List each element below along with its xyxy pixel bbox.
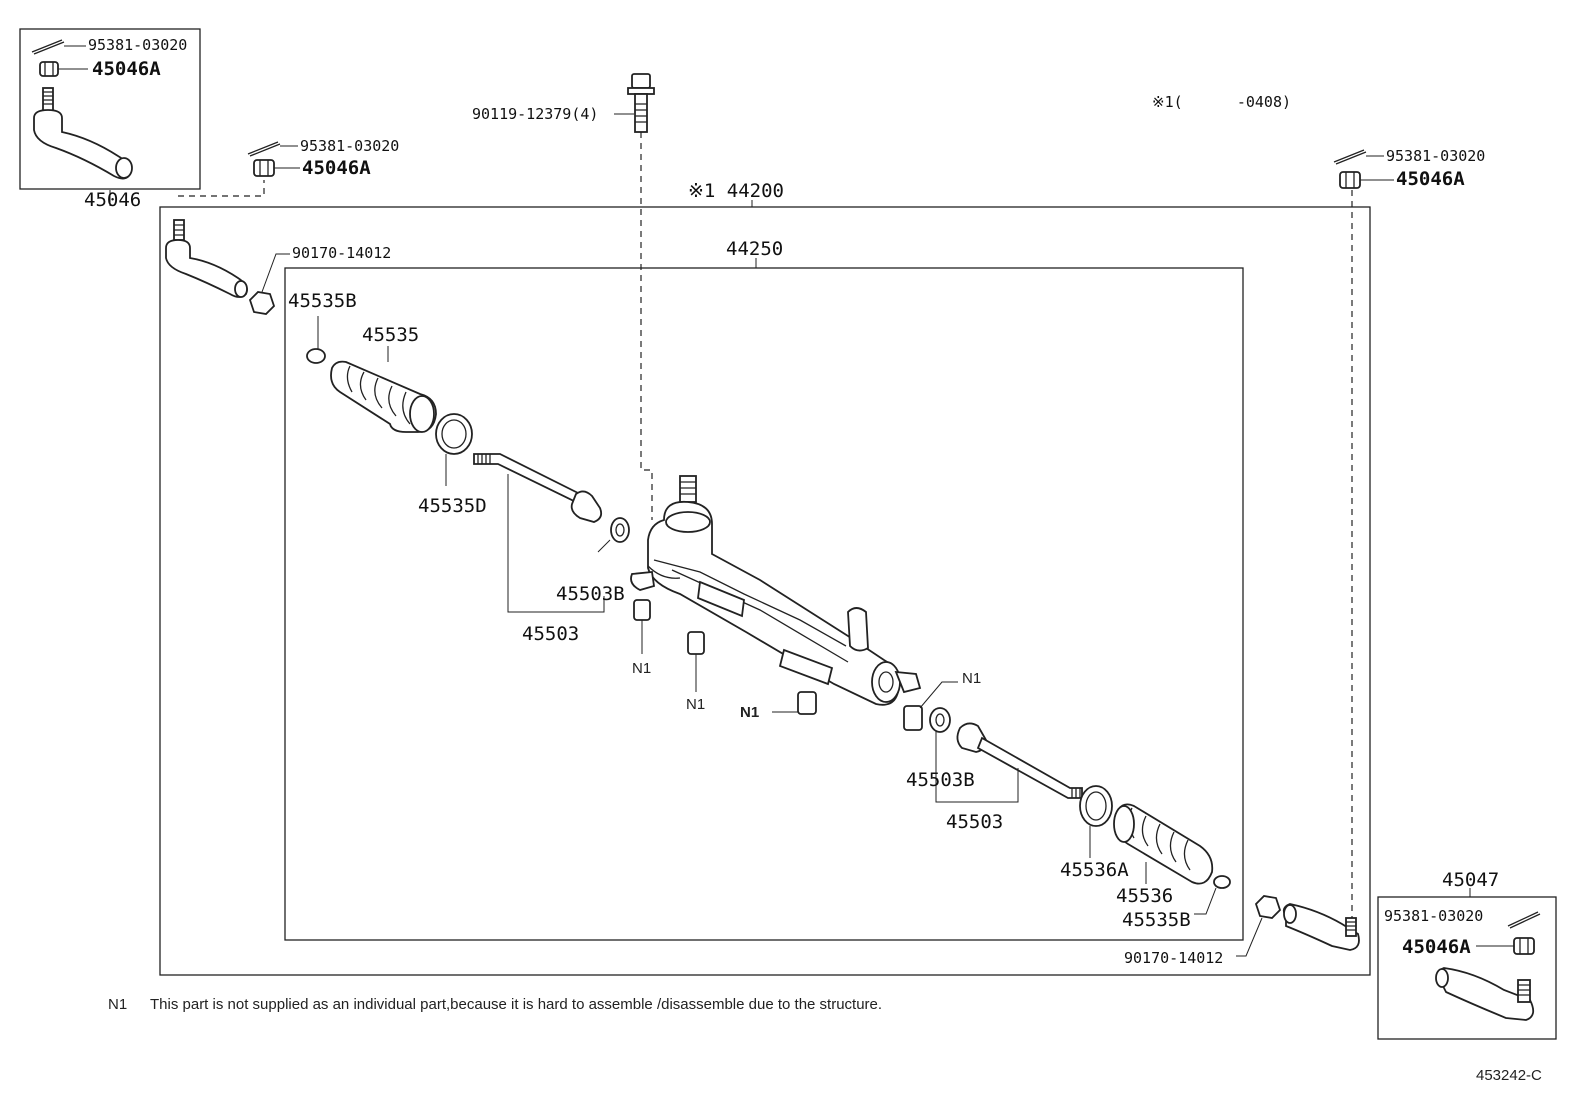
cotter-pin-icon <box>1333 149 1384 165</box>
label-n1-c: N1 <box>740 704 759 721</box>
clip-icon <box>1194 875 1231 915</box>
cotter-pin-icon <box>247 141 298 157</box>
part-number-tie-rod-end-right: 45047 <box>1442 869 1499 891</box>
castle-nut-icon <box>1476 937 1535 955</box>
dashed-connector-left <box>178 180 265 197</box>
cotter-pin-icon <box>1507 911 1541 929</box>
washer-icon <box>597 517 630 553</box>
boot-bellows-icon <box>1113 803 1214 885</box>
tie-rod-end-icon <box>1435 967 1535 1021</box>
dashed-bolt-line <box>640 132 653 520</box>
tie-rod-end-icon <box>33 87 133 180</box>
part-number-nut-2: 45046A <box>302 157 371 179</box>
part-number-nut-br: 45046A <box>1402 936 1471 958</box>
grommet-icon <box>687 631 705 692</box>
diagram-id: 453242-C <box>1476 1067 1542 1084</box>
part-number-clip-right: 45535B <box>1122 909 1191 931</box>
label-n1-b: N1 <box>686 696 705 713</box>
part-number-assembly-44200: ※1 44200 <box>688 180 784 202</box>
castle-nut-icon <box>1339 171 1394 189</box>
frame-assembly-44250 <box>284 267 1244 941</box>
castle-nut-icon <box>39 61 88 77</box>
footnote-text: This part is not supplied as an individu… <box>150 996 882 1013</box>
lock-nut-icon <box>248 253 290 315</box>
part-number-assembly-44250: 44250 <box>726 238 783 260</box>
label-n1-d: N1 <box>962 670 981 687</box>
tie-rod-end-icon <box>165 219 248 298</box>
part-number-tie-rod-right: 45503 <box>946 811 1003 833</box>
tie-rod-end-icon <box>1282 903 1360 951</box>
part-number-cotter-pin-2: 95381-03020 <box>300 137 399 155</box>
frame-tie-rod-end-right-inset <box>1377 896 1557 1040</box>
clip-icon <box>306 316 326 364</box>
grommet-icon <box>633 599 651 654</box>
footnote-marker: N1 <box>108 996 127 1013</box>
part-number-clamp-right: 45536A <box>1060 859 1129 881</box>
part-number-lock-nut-right: 90170-14012 <box>1124 949 1223 967</box>
castle-nut-icon <box>253 159 300 177</box>
part-number-nut-tl: 45046A <box>92 58 161 80</box>
part-number-clamp-left: 45535D <box>418 495 487 517</box>
part-number-cotter-pin-tl: 95381-03020 <box>88 36 187 54</box>
inner-tie-rod-icon <box>935 722 1083 803</box>
clamp-icon <box>1079 785 1113 858</box>
grommet-icon <box>903 681 958 731</box>
part-number-washer-left: 45503B <box>556 583 625 605</box>
frame-assembly-44200 <box>159 206 1371 976</box>
inner-tie-rod-icon <box>473 453 605 613</box>
part-number-boot-left: 45535 <box>362 324 419 346</box>
washer-icon <box>929 707 951 764</box>
part-number-cotter-pin-br: 95381-03020 <box>1384 907 1483 925</box>
part-number-cotter-pin-r: 95381-03020 <box>1386 147 1485 165</box>
frame-tie-rod-end-left-inset <box>19 28 201 190</box>
part-number-nut-r: 45046A <box>1396 168 1465 190</box>
label-n1-a: N1 <box>632 660 651 677</box>
clamp-icon <box>435 413 473 486</box>
steering-gear-housing-icon <box>630 475 922 706</box>
lock-nut-icon <box>1236 895 1282 957</box>
part-number-bolt: 90119-12379(4) <box>472 105 598 123</box>
cotter-pin-icon <box>31 39 86 55</box>
part-number-boot-right: 45536 <box>1116 885 1173 907</box>
application-note-marker: ※1( -0408) <box>1152 93 1291 111</box>
part-number-tie-rod-left: 45503 <box>522 623 579 645</box>
part-number-washer-right: 45503B <box>906 769 975 791</box>
boot-bellows-icon <box>330 346 437 433</box>
part-number-clip-left: 45535B <box>288 290 357 312</box>
part-number-lock-nut-left: 90170-14012 <box>292 244 391 262</box>
grommet-icon <box>772 691 817 715</box>
part-number-tie-rod-end-left: 45046 <box>84 189 141 211</box>
bolt-icon <box>614 73 655 133</box>
